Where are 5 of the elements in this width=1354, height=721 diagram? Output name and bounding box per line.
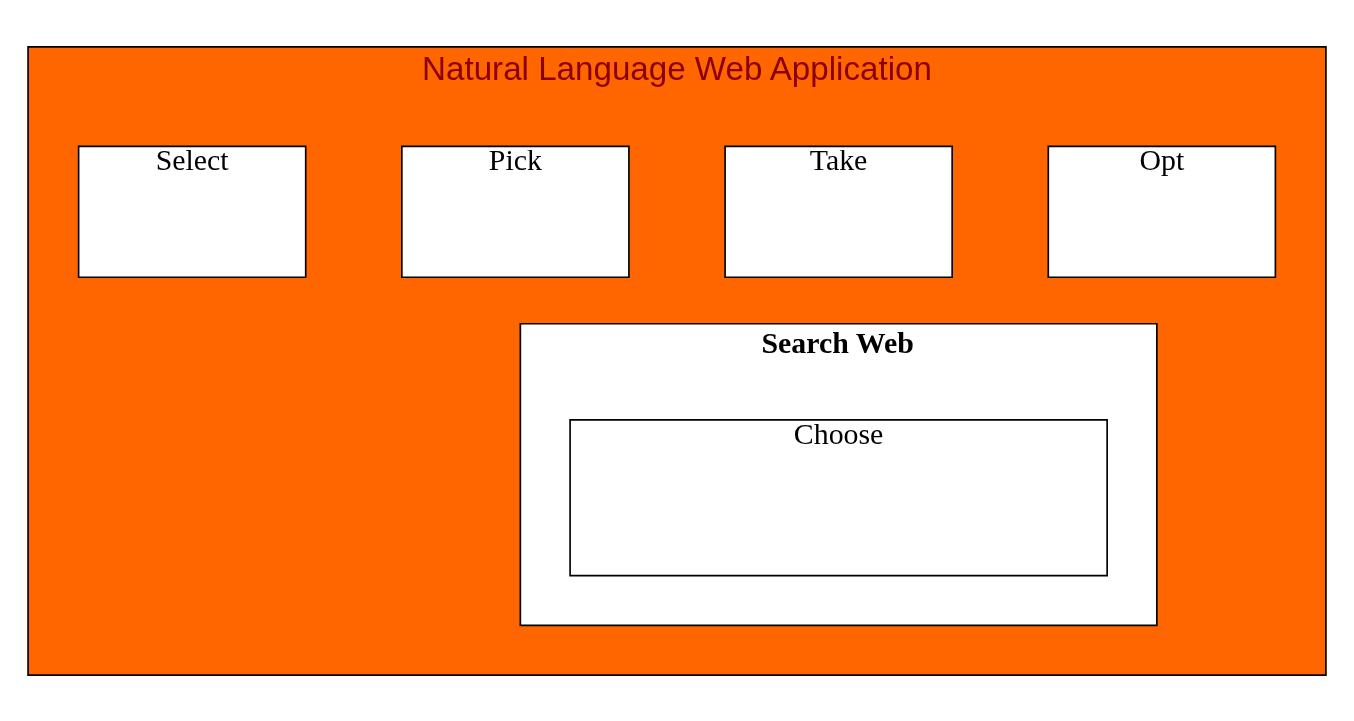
node-box: Select xyxy=(77,145,307,278)
node-box: Opt xyxy=(1047,145,1277,278)
node-box: Take xyxy=(724,145,953,278)
node-box: Choose xyxy=(569,418,1108,576)
node-box: Pick xyxy=(401,145,630,278)
